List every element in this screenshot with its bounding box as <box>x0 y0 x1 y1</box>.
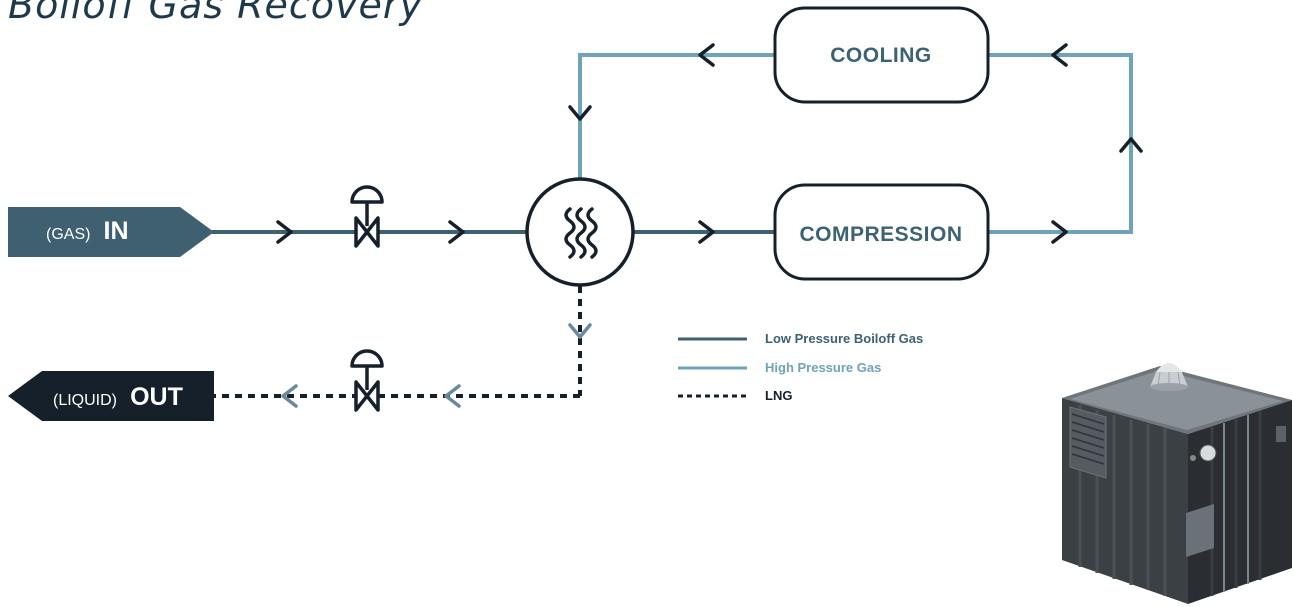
arrow-up-icon <box>1119 137 1143 153</box>
liquid-out-text: (LIQUID) OUT <box>53 383 183 411</box>
heat-exchanger-icon <box>525 177 635 287</box>
arrow-left-icon <box>281 384 298 408</box>
compression-box: COMPRESSION <box>773 183 990 281</box>
legend-label-high-pressure: High Pressure Gas <box>765 360 881 375</box>
page-title: Boiloff Gas Recovery <box>8 0 423 27</box>
arrow-left-icon <box>698 43 715 67</box>
gas-in-label: IN <box>104 217 129 245</box>
container-unit-image <box>1062 363 1292 604</box>
control-valve-icon <box>350 349 384 412</box>
arrow-right-icon <box>448 220 465 244</box>
legend-label-low-pressure: Low Pressure Boiloff Gas <box>765 331 923 346</box>
arrow-left-icon <box>444 384 461 408</box>
arrow-right-icon <box>1051 220 1068 244</box>
compression-label: COMPRESSION <box>799 223 962 246</box>
legend: Low Pressure Boiloff Gas High Pressure G… <box>678 331 923 403</box>
arrow-right-icon <box>698 220 715 244</box>
gas-in-tag: (GAS) IN <box>8 207 214 257</box>
arrow-down-icon <box>568 323 592 339</box>
liquid-out-prefix: (LIQUID) <box>53 392 117 409</box>
cooling-box: COOLING <box>773 6 990 104</box>
high-pressure-loop <box>578 53 1133 234</box>
arrow-right-icon <box>276 220 293 244</box>
control-valve-icon <box>350 185 384 248</box>
lng-line <box>214 286 582 398</box>
gas-in-prefix: (GAS) <box>46 226 90 243</box>
arrow-down-icon <box>568 105 592 121</box>
liquid-out-tag: (LIQUID) OUT <box>8 371 214 421</box>
liquid-out-label: OUT <box>130 383 183 411</box>
arrow-left-icon <box>1051 43 1068 67</box>
flow-arrows <box>276 43 1143 408</box>
cooling-label: COOLING <box>830 44 932 67</box>
gas-in-text: (GAS) IN <box>46 217 129 245</box>
legend-label-lng: LNG <box>765 388 792 403</box>
